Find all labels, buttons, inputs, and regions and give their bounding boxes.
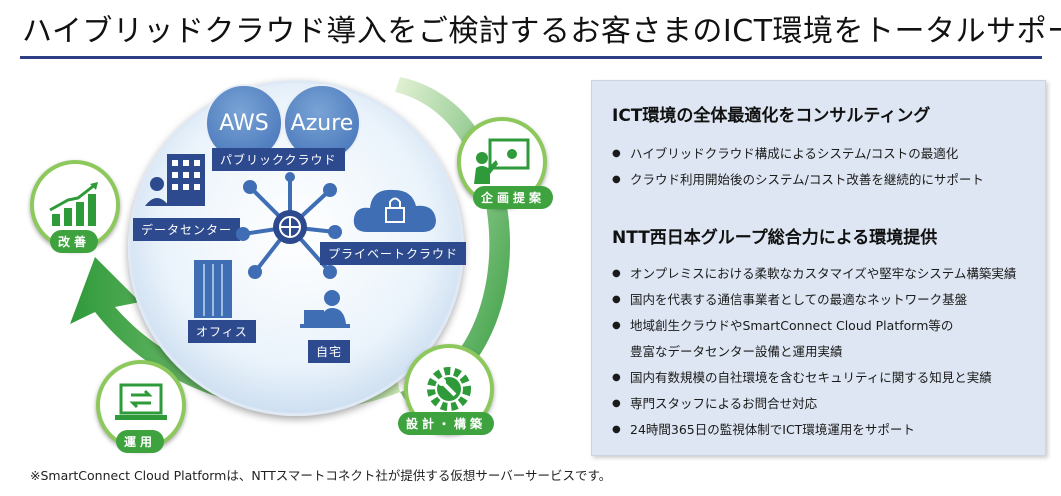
planning-tag: 企画提案: [473, 186, 554, 209]
datacenter-label: データセンター: [133, 218, 241, 241]
home-worker-icon: [300, 290, 350, 328]
azure-bubble: Azure: [283, 84, 361, 162]
consulting-heading: ICT環境の全体最適化をコンサルティング: [612, 106, 931, 126]
list-item: 24時間365日の監視体制でICT環境運用をサポート: [612, 417, 1037, 443]
private-cloud-label: プライベートクラウド: [320, 242, 467, 265]
title-divider: [20, 56, 1042, 59]
network-hub-icon: [236, 172, 342, 279]
private-cloud-icon: [353, 189, 436, 232]
growth-chart-icon: [49, 182, 98, 226]
improvement-tag: 改善: [50, 230, 99, 253]
list-item: クラウド利用開始後のシステム/コスト改善を継続的にサポート: [612, 167, 1037, 193]
office-label: オフィス: [188, 320, 256, 343]
home-label: 自宅: [308, 340, 351, 363]
laptop-sync-icon: [115, 383, 167, 420]
page-title: ハイブリッドクラウド導入をご検討するお客さまのICT環境をトータルサポート: [22, 14, 1061, 49]
operation-tag: 運用: [116, 430, 165, 453]
environment-heading: NTT西日本グループ総合力による環境提供: [612, 228, 938, 248]
service-summary-panel: ICT環境の全体最適化をコンサルティング ハイブリッドクラウド構成によるシステム…: [591, 80, 1046, 456]
consulting-list: ハイブリッドクラウド構成によるシステム/コストの最適化 クラウド利用開始後のシス…: [612, 141, 1037, 193]
aws-label: AWS: [219, 110, 269, 136]
office-building-icon: [194, 260, 232, 318]
environment-list: オンプレミスにおける柔軟なカスタマイズや堅牢なシステム構築実績 国内を代表する通…: [612, 261, 1037, 443]
footnote: ※SmartConnect Cloud Platformは、NTTスマートコネク…: [30, 468, 612, 483]
azure-label: Azure: [290, 110, 354, 136]
list-item: 専門スタッフによるお問合せ対応: [612, 391, 1037, 417]
list-item: 国内有数規模の自社環境を含むセキュリティに関する知見と実績: [612, 365, 1037, 391]
list-item: ハイブリッドクラウド構成によるシステム/コストの最適化: [612, 141, 1037, 167]
list-item: オンプレミスにおける柔軟なカスタマイズや堅牢なシステム構築実績: [612, 261, 1037, 287]
datacenter-icon: [145, 154, 205, 206]
public-cloud-label: パブリッククラウド: [212, 148, 345, 171]
list-item: 地域創生クラウドやSmartConnect Cloud Platform等の: [612, 313, 1037, 339]
presentation-icon: [474, 138, 530, 184]
list-item: 国内を代表する通信事業者としての最適なネットワーク基盤: [612, 287, 1037, 313]
list-item-continued: 豊富なデータセンター設備と運用実績: [630, 344, 843, 359]
design-build-tag: 設計・構築: [398, 412, 495, 435]
hybrid-cloud-diagram: AWS Azure パブリッククラウド データセンター: [0, 62, 580, 462]
gear-wrench-icon: [427, 367, 471, 411]
